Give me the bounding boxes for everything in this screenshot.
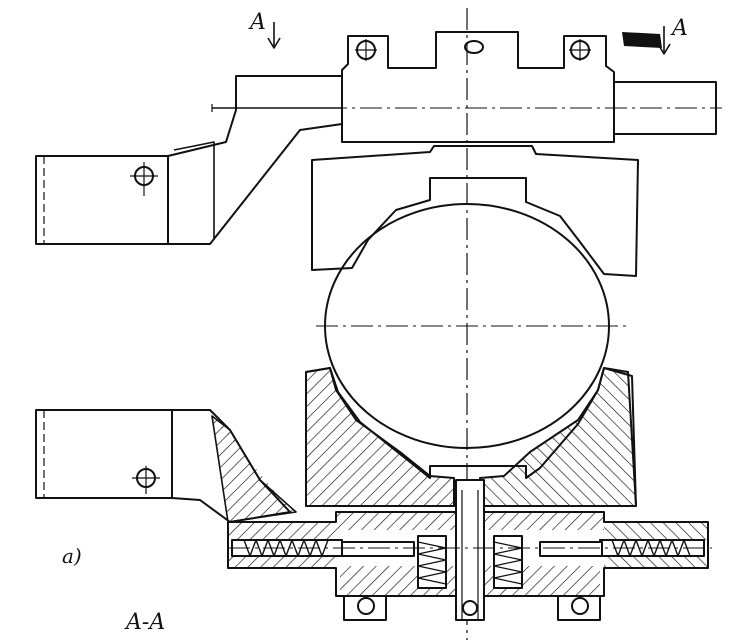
bolt-hole-top-center <box>464 40 484 54</box>
center-pin <box>455 479 485 621</box>
section-arrow-right <box>622 26 671 55</box>
bottom-boss-right <box>557 596 601 621</box>
section-mark-right: A <box>672 16 688 41</box>
bottom-boss-left <box>343 596 387 621</box>
figure-label: a) <box>62 544 82 568</box>
small-spring-right <box>493 535 523 589</box>
bottom-hole-center <box>462 600 478 616</box>
upper-clamp-block <box>341 31 615 143</box>
upper-arm <box>35 75 343 245</box>
small-spring-left <box>417 535 447 589</box>
section-title: A-A <box>126 610 166 635</box>
upper-jaw <box>311 145 639 277</box>
section-mark-left: A <box>250 10 266 35</box>
section-arrow-left <box>267 22 281 49</box>
